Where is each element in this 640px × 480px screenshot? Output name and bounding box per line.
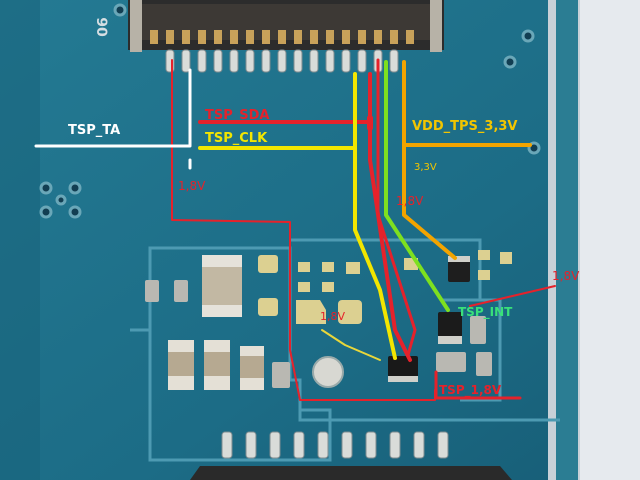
fpc-connector (128, 0, 444, 73)
label-vdd-tps: VDD_TPS_3,3V (412, 119, 518, 134)
label-1v8-left: 1,8V (178, 179, 206, 193)
label-3v3: 3,3V (414, 162, 437, 173)
label-tsp-int: TSP_INT (458, 305, 513, 319)
annotation-traces (34, 58, 556, 401)
trace-tsp-ta (34, 68, 192, 148)
trace-1v8-left (171, 59, 436, 401)
label-tsp-ta: TSP_TA (68, 123, 121, 138)
trace-1v8-right (469, 285, 556, 307)
label-1v8-lower: 1,8V (320, 310, 346, 323)
via-grid (39, 3, 541, 219)
trace-tsp-18v (434, 370, 522, 400)
trace-1v8-mid (376, 58, 417, 357)
frame-metal (580, 0, 640, 480)
label-1v8-right: 1,8V (552, 269, 580, 283)
connector-marking: 06 (95, 17, 112, 37)
board-shadow (0, 0, 40, 480)
label-tsp-sda: TSP_SDA (205, 108, 270, 123)
trace-1v8-lower (321, 329, 381, 361)
bottom-connector (190, 431, 512, 480)
trace-tsp-clk (198, 72, 397, 360)
smd-components (145, 250, 512, 390)
label-tsp-18v: TSP_1,8V (439, 383, 502, 397)
label-1v8-mid: 1,8V (396, 194, 424, 208)
board-edge (556, 0, 578, 480)
label-tsp-clk: TSP_CLK (205, 131, 268, 146)
trace-tsp-int (384, 60, 450, 312)
trace-vdd-tps (402, 60, 532, 260)
